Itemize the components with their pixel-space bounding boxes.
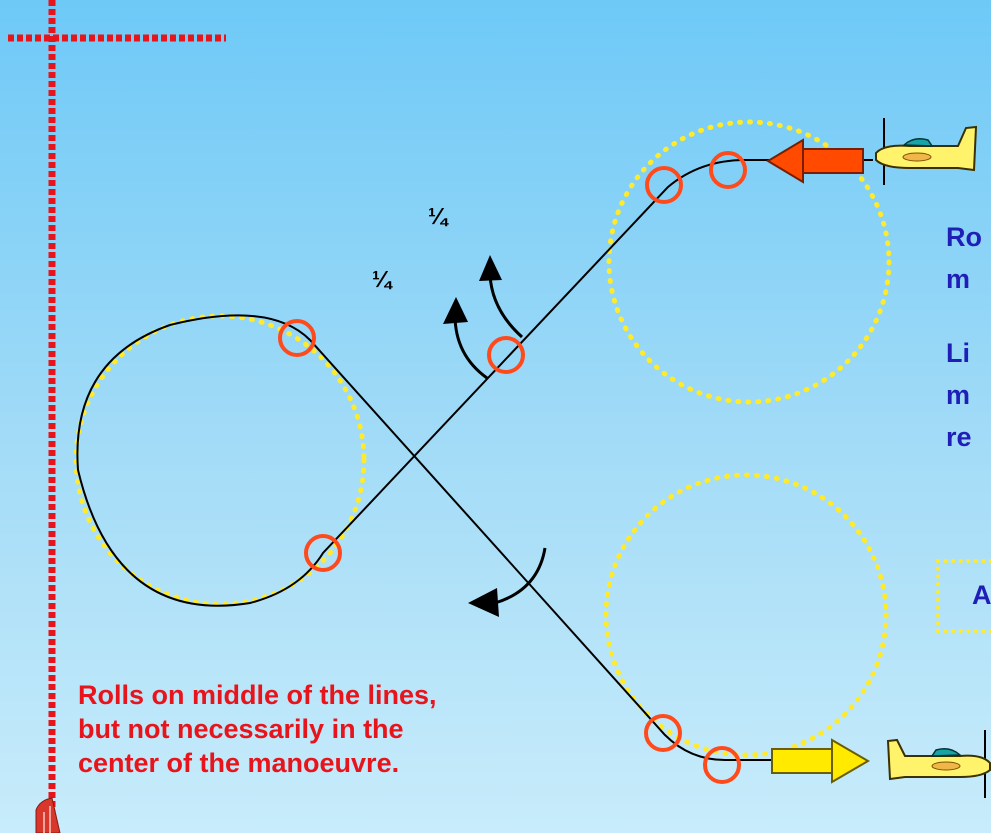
bottom-note-line-1: Rolls on middle of the lines, (78, 678, 678, 712)
boxed-text: A (972, 578, 991, 612)
quarter-roll-label-lower: ¼ (372, 266, 391, 293)
right-text-2-line1: Li (946, 336, 970, 370)
rotation-arrow-icon (443, 297, 487, 378)
bottom-note: Rolls on middle of the lines, but not ne… (78, 678, 678, 780)
flight-path-upper (77, 160, 873, 760)
entry-arrow-icon (768, 140, 863, 182)
roll-marker (711, 153, 745, 187)
bottom-note-line-3: center of the manoeuvre. (78, 746, 678, 780)
right-text-1-line1: Ro (946, 220, 982, 254)
pointer-hand-icon (36, 798, 60, 833)
rotation-arrow-icon (479, 255, 522, 337)
quarter-roll-label-upper: ¼ (428, 203, 447, 230)
roll-marker (489, 338, 523, 372)
roll-marker (647, 168, 681, 202)
airplane-icon (876, 127, 976, 170)
bottom-note-line-2: but not necessarily in the (78, 712, 678, 746)
right-text-2-line2: m (946, 378, 970, 412)
exit-arrow-icon (772, 740, 868, 782)
airplane-icon (888, 740, 990, 779)
right-text-1-line2: m (946, 262, 970, 296)
roll-marker (705, 748, 739, 782)
right-text-2-line3: re (946, 420, 972, 454)
